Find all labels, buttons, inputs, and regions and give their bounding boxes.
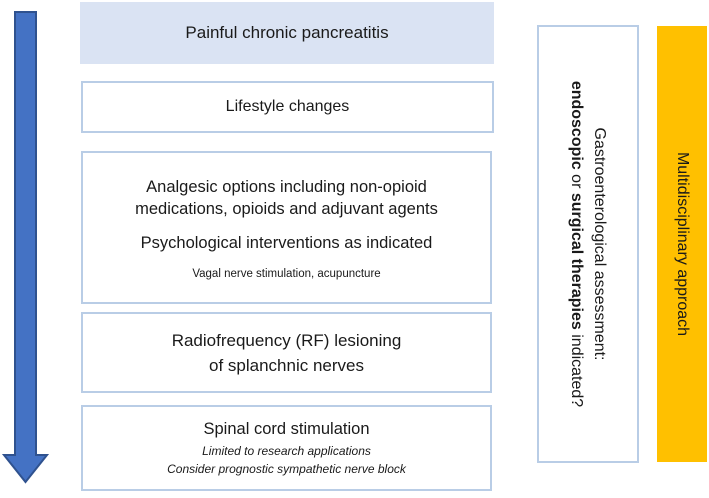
rf-text-line1: Radiofrequency (RF) lesioning xyxy=(171,330,402,350)
analgesic-box: Analgesic options including non-opioid m… xyxy=(81,151,492,304)
psychological-text: Psychological interventions as indicated xyxy=(140,233,433,252)
multidisciplinary-text: Multidisciplinary approach xyxy=(674,151,691,337)
escalation-arrow xyxy=(1,11,50,484)
lifestyle-text: Lifestyle changes xyxy=(225,98,350,115)
rf-text-line2: of splanchnic nerves xyxy=(209,355,364,375)
multidisciplinary-box: Multidisciplinary approach xyxy=(657,26,707,462)
vagal-text: Vagal nerve stimulation, acupuncture xyxy=(192,267,381,280)
or-label: or xyxy=(568,169,585,193)
title-box: Painful chronic pancreatitis xyxy=(80,2,494,64)
gastro-assessment-box: Gastroenterological assessment: endoscop… xyxy=(537,25,639,463)
endoscopic-label: endoscopic xyxy=(568,80,585,170)
analgesic-text: Analgesic options including non-opioid m… xyxy=(135,177,438,218)
spinal-cord-stimulation-box: Spinal cord stimulation Limited to resea… xyxy=(81,405,492,491)
gastro-assessment-line1: Gastroenterological assessment: xyxy=(591,127,608,361)
rf-lesioning-box: Radiofrequency (RF) lesioning of splanch… xyxy=(81,312,492,393)
scs-title: Spinal cord stimulation xyxy=(203,420,370,438)
gastro-assessment-text: Gastroenterological assessment: endoscop… xyxy=(565,34,611,454)
scs-note-research: Limited to research applications xyxy=(202,444,371,458)
surgical-label: surgical therapies xyxy=(568,192,585,330)
escalation-arrow-shape xyxy=(1,11,50,484)
lifestyle-box: Lifestyle changes xyxy=(81,81,494,133)
scs-note-prognostic: Consider prognostic sympathetic nerve bl… xyxy=(167,462,406,476)
gastro-assessment-line2: endoscopic or surgical therapies indicat… xyxy=(565,34,588,454)
diagram-title: Painful chronic pancreatitis xyxy=(185,23,389,42)
indicated-label: indicated? xyxy=(568,329,585,408)
